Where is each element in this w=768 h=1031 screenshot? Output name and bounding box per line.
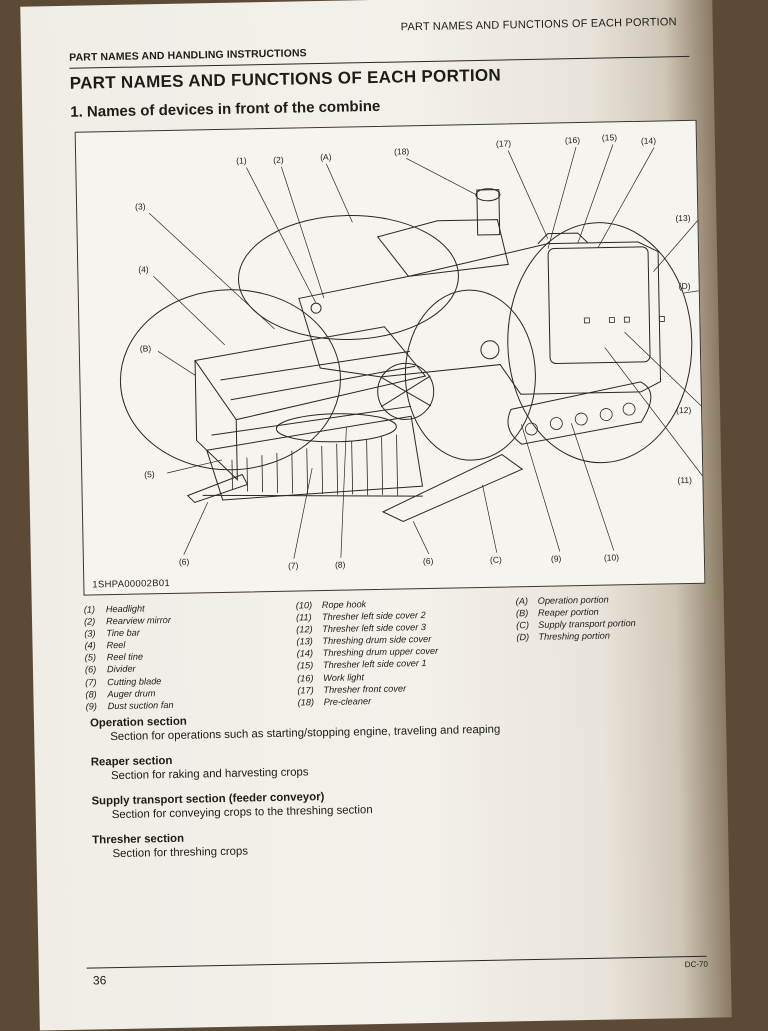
pre-cleaner-shape	[476, 189, 501, 236]
reaper-frame	[194, 326, 427, 421]
running-header-right: PART NAMES AND FUNCTIONS OF EACH PORTION	[400, 16, 677, 34]
running-header-left: PART NAMES AND HANDLING INSTRUCTIONS	[69, 47, 307, 64]
legend-column-2: (10)Rope hook (11)Thresher left side cov…	[296, 597, 439, 709]
callout-17: (17)	[496, 138, 511, 148]
legend-item: (D)Threshing portion	[516, 630, 611, 643]
callout-1: (1)	[236, 155, 247, 165]
thresher-cover-panel	[547, 246, 651, 365]
legend-column-1: (1)Headlight (2)Rearview mirror (3)Tine …	[84, 602, 174, 713]
section-subtitle: 1. Names of devices in front of the comb…	[70, 97, 381, 121]
callout-13: (13)	[675, 213, 690, 223]
callout-d: (D)	[679, 281, 691, 291]
combine-figure: (1) (2) (A) (18) (17) (16) (15) (14) (3)…	[74, 119, 706, 596]
section-block: Supply transport section (feeder conveyo…	[91, 784, 691, 822]
page-title: PART NAMES AND FUNCTIONS OF EACH PORTION	[69, 65, 502, 93]
section-descriptions: Operation section Section for operations…	[90, 706, 693, 873]
machine-body	[298, 241, 662, 395]
reel-wheel	[377, 362, 435, 420]
footer-rule	[86, 955, 707, 969]
roof-line	[537, 232, 589, 245]
callout-15: (15)	[602, 132, 617, 142]
callout-7: (7)	[288, 560, 299, 570]
callout-a: (A)	[320, 152, 332, 162]
callout-8: (8)	[335, 560, 346, 570]
figure-code: 1SHPA00002B01	[92, 577, 171, 591]
page-number: 36	[92, 973, 107, 988]
supply-portion-outline	[404, 289, 536, 461]
section-block: Operation section Section for operations…	[90, 706, 690, 744]
legend-item: (2)Rearview mirror	[83, 615, 171, 627]
legend-item: (7)Cutting blade	[85, 675, 162, 688]
callout-10: (10)	[604, 552, 619, 562]
callout-9: (9)	[551, 553, 562, 563]
headlight	[310, 302, 322, 314]
threshing-portion-outline	[507, 222, 693, 464]
callout-14: (14)	[641, 136, 656, 146]
crawler-track	[507, 381, 652, 445]
callout-2: (2)	[273, 155, 284, 165]
auger-drum	[275, 413, 397, 443]
callout-11: (11)	[677, 475, 692, 485]
legend-item: (18)Pre-cleaner	[297, 695, 372, 708]
operation-portion-outline	[238, 214, 459, 341]
section-block: Thresher section Section for threshing c…	[92, 823, 692, 861]
callout-5: (5)	[144, 469, 155, 479]
callout-6-left: (6)	[179, 557, 190, 567]
manual-page: PART NAMES AND HANDLING INSTRUCTIONS PAR…	[20, 0, 732, 1031]
callout-18: (18)	[394, 146, 409, 156]
section-block: Reaper section Section for raking and ha…	[91, 745, 691, 783]
left-divider	[186, 473, 249, 504]
callout-6-right: (6)	[423, 556, 434, 566]
work-light-circle	[480, 340, 500, 360]
reel-tines	[231, 434, 399, 496]
callout-16: (16)	[565, 135, 580, 145]
document-code: DC-70	[684, 959, 708, 970]
feeder-conveyor	[381, 453, 524, 523]
cutting-bed	[206, 415, 424, 501]
legend-item: (9)Dust suction fan	[85, 699, 174, 712]
callout-12: (12)	[676, 405, 691, 415]
callout-3: (3)	[135, 201, 146, 211]
combine-illustration: (1) (2) (A) (18) (17) (16) (15) (14) (3)…	[119, 132, 703, 571]
operator-cab	[376, 219, 509, 277]
legend-column-3: (A)Operation portion (B)Reaper portion (…	[516, 593, 636, 644]
reaper-portion-outline	[119, 289, 341, 471]
callout-c: (C)	[490, 555, 502, 565]
callout-4: (4)	[138, 264, 149, 274]
callout-b: (B)	[140, 343, 152, 353]
